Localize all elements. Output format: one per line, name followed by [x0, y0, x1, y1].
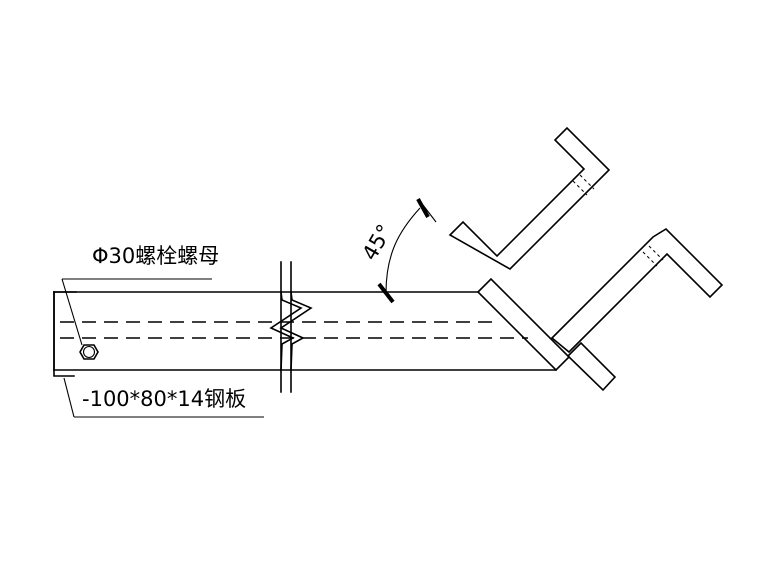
angle-dimension: 45° — [358, 198, 437, 304]
main-member — [53, 291, 557, 371]
angle-label: 45° — [358, 220, 397, 264]
break-mark — [269, 261, 313, 393]
channel-upper — [448, 126, 611, 270]
channel-lower — [550, 227, 724, 392]
bolt-label: Φ30螺栓螺母 — [92, 244, 219, 268]
plate-leader: -100*80*14钢板 — [63, 377, 264, 418]
end-plate — [476, 277, 571, 372]
angle-tick-lower — [377, 282, 395, 304]
angle-tick-upper — [416, 198, 430, 218]
steel-plate — [53, 291, 77, 377]
bolt-leader: Φ30螺栓螺母 — [61, 244, 219, 346]
bolt-nut — [79, 344, 99, 360]
plate-label: -100*80*14钢板 — [82, 387, 246, 411]
